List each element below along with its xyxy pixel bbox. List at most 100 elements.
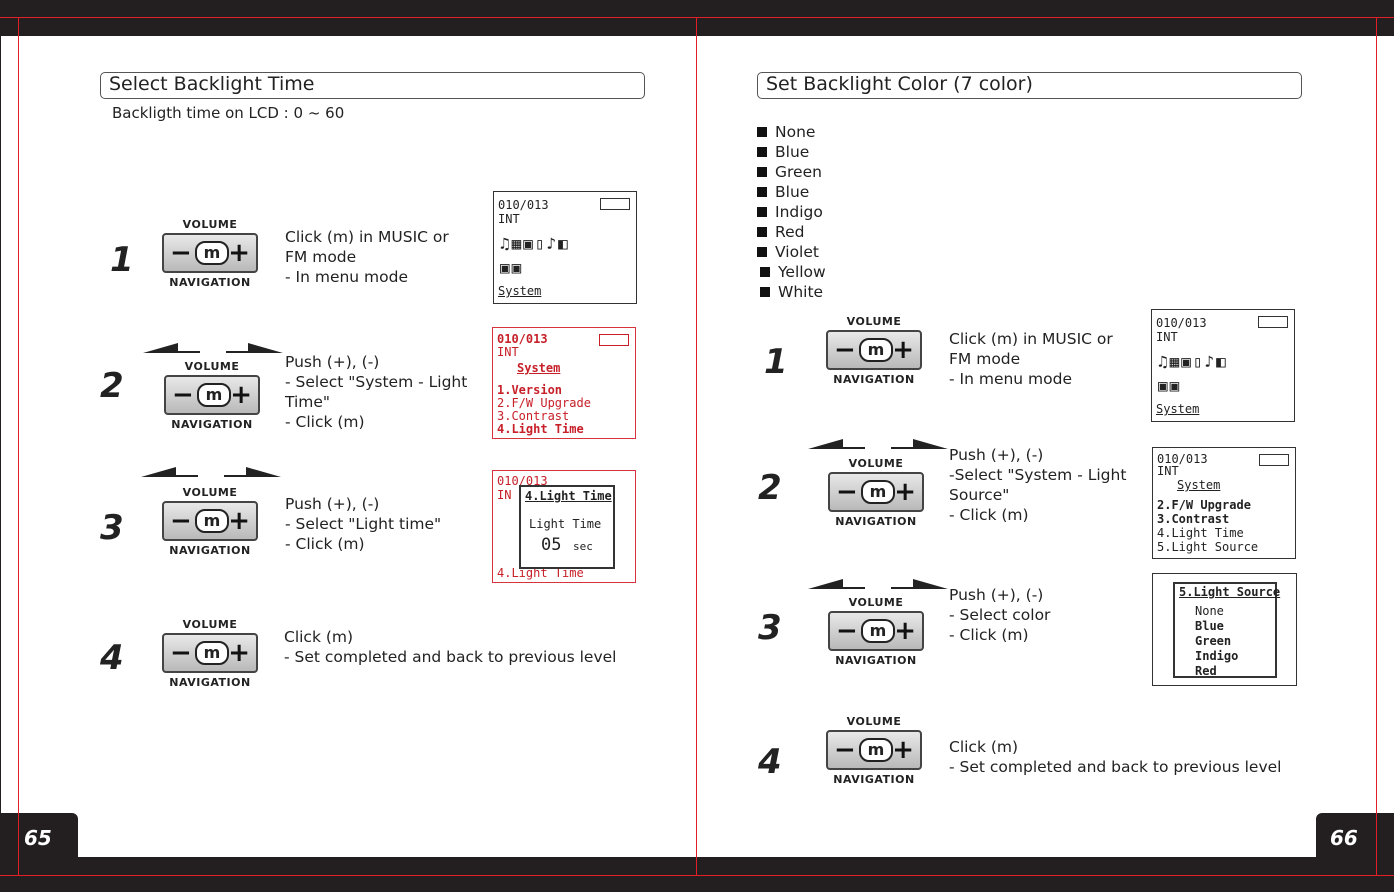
lcd-screen-menu: 010/013 INT ♫▦▣▯♪◧ ▣▣ System <box>1151 309 1295 422</box>
step-instructions: Push (+), (-) - Select "Light time" - Cl… <box>285 494 441 554</box>
step-number: 3 <box>100 508 124 548</box>
lcd-menu-item: 4.Light Time <box>1157 526 1244 540</box>
lcd-screen-menu: 010/013 INT ♫▦▣▯♪◧ ▣▣ System <box>493 191 637 304</box>
color-option-selected: Blue <box>1195 619 1224 633</box>
volume-navigation-control: VOLUME − m + NAVIGATION <box>160 618 260 689</box>
lcd-menu-item: 3.Contrast <box>497 409 570 423</box>
volume-navigation-control: VOLUME − m + NAVIGATION <box>160 218 260 289</box>
popup-title: 4.Light Time <box>525 489 612 503</box>
minus-button: − <box>170 238 192 268</box>
instruction-line: Push (+), (-) <box>285 353 380 371</box>
battery-icon <box>599 334 629 346</box>
step-number: 3 <box>758 608 782 648</box>
popup-label: Light Time <box>529 517 602 531</box>
step-instructions: Click (m) in MUSIC or FM mode - In menu … <box>285 227 449 287</box>
bottom-bar <box>0 857 1394 892</box>
instruction-line: Source" <box>949 486 1010 504</box>
minus-button: − <box>170 638 192 668</box>
instruction-line: -Select "System - Light <box>949 466 1127 484</box>
plus-button: + <box>228 506 250 536</box>
nav-bar: − m + <box>828 472 924 512</box>
step-number: 4 <box>758 742 782 782</box>
volume-label: VOLUME <box>182 486 238 499</box>
volume-label: VOLUME <box>848 457 904 470</box>
instruction-line: Time" <box>285 393 331 411</box>
lcd-mode: INT <box>1157 464 1179 478</box>
volume-label: VOLUME <box>846 715 902 728</box>
color-option: Green <box>1195 634 1232 648</box>
light-source-popup: 5.Light Source None Blue Green Indigo Re… <box>1173 582 1280 678</box>
instruction-line: - In menu mode <box>285 268 409 286</box>
instruction-line: Click (m) in MUSIC or <box>949 330 1113 348</box>
crop-line-top <box>0 17 1394 18</box>
page-number-left: 65 <box>0 813 78 857</box>
minus-button: − <box>834 735 856 765</box>
step-number: 2 <box>100 366 124 406</box>
instruction-line: - Set completed and back to previous lev… <box>284 648 617 666</box>
instruction-line: Click (m) <box>949 738 1019 756</box>
color-option: None <box>1195 604 1224 618</box>
volume-label: VOLUME <box>846 315 902 328</box>
page-number-right: 66 <box>1316 813 1394 857</box>
light-time-popup: 4.Light Time Light Time 05 sec <box>519 485 615 569</box>
lcd-menu-item: 2.F/W Upgrade <box>497 396 591 410</box>
color-list: None Blue Green Blue Indigo Red Violet Y… <box>757 122 826 302</box>
lcd-menu-item: 2.F/W Upgrade <box>1157 498 1251 512</box>
instruction-line: - Click (m) <box>285 413 365 431</box>
color-item: Indigo <box>757 202 823 222</box>
step-instructions: Push (+), (-) -Select "System - Light So… <box>949 445 1126 525</box>
volume-navigation-control: VOLUME − m + NAVIGATION <box>826 457 926 528</box>
lcd-system-header: System <box>517 361 561 375</box>
color-item: Yellow <box>760 262 826 282</box>
right-section-title: Set Backlight Color (7 color) <box>757 72 1302 99</box>
plus-button: + <box>894 616 916 646</box>
lcd-menu-item: 5.Light Source <box>1157 540 1259 554</box>
crop-line-bottom <box>0 875 1394 876</box>
left-right-arrows <box>808 578 948 592</box>
lcd-screen-system: 010/013 INT System 2.F/W Upgrade 3.Contr… <box>1152 447 1296 559</box>
navigation-label: NAVIGATION <box>833 373 915 386</box>
battery-icon <box>600 198 630 210</box>
color-item: Blue <box>757 182 823 202</box>
color-item: None <box>757 122 823 142</box>
top-bar <box>0 0 1394 36</box>
plus-button: + <box>228 638 250 668</box>
lcd-mode: IN <box>497 488 512 502</box>
nav-bar: − m + <box>162 501 258 541</box>
left-right-arrows <box>143 342 283 356</box>
instruction-line: Push (+), (-) <box>949 586 1044 604</box>
m-button: m <box>859 338 893 362</box>
minus-button: − <box>836 616 858 646</box>
lcd-screen-system: 010/013 INT System 1.Version 2.F/W Upgra… <box>492 327 636 439</box>
step-instructions: Push (+), (-) - Select color - Click (m) <box>949 585 1050 645</box>
instruction-line: Click (m) <box>284 628 354 646</box>
instruction-line: FM mode <box>285 248 357 266</box>
m-button: m <box>861 619 895 643</box>
menu-icons: ♫▦▣▯♪◧ <box>500 234 570 253</box>
nav-bar: − m + <box>826 730 922 770</box>
volume-navigation-control: VOLUME − m + NAVIGATION <box>162 360 262 431</box>
nav-bar: − m + <box>162 233 258 273</box>
step-number: 1 <box>110 240 134 280</box>
navigation-label: NAVIGATION <box>169 676 251 689</box>
lcd-system-header: System <box>1177 478 1221 492</box>
plus-button: + <box>228 238 250 268</box>
instruction-line: - In menu mode <box>949 370 1073 388</box>
navigation-label: NAVIGATION <box>835 654 917 667</box>
volume-label: VOLUME <box>184 360 240 373</box>
page-divider <box>696 17 697 875</box>
lcd-menu-item: 4.Light Time <box>497 566 584 580</box>
volume-label: VOLUME <box>182 218 238 231</box>
volume-label: VOLUME <box>182 618 238 631</box>
menu-icons: ▣▣ <box>1158 376 1182 395</box>
instruction-line: Push (+), (-) <box>949 446 1044 464</box>
menu-icons: ♫▦▣▯♪◧ <box>1158 352 1228 371</box>
minus-button: − <box>170 506 192 536</box>
m-button: m <box>859 738 893 762</box>
plus-button: + <box>894 477 916 507</box>
nav-bar: − m + <box>162 633 258 673</box>
step-number: 1 <box>764 342 788 382</box>
step-instructions: Click (m) in MUSIC or FM mode - In menu … <box>949 329 1113 389</box>
step-number: 2 <box>758 468 782 508</box>
volume-label: VOLUME <box>848 596 904 609</box>
